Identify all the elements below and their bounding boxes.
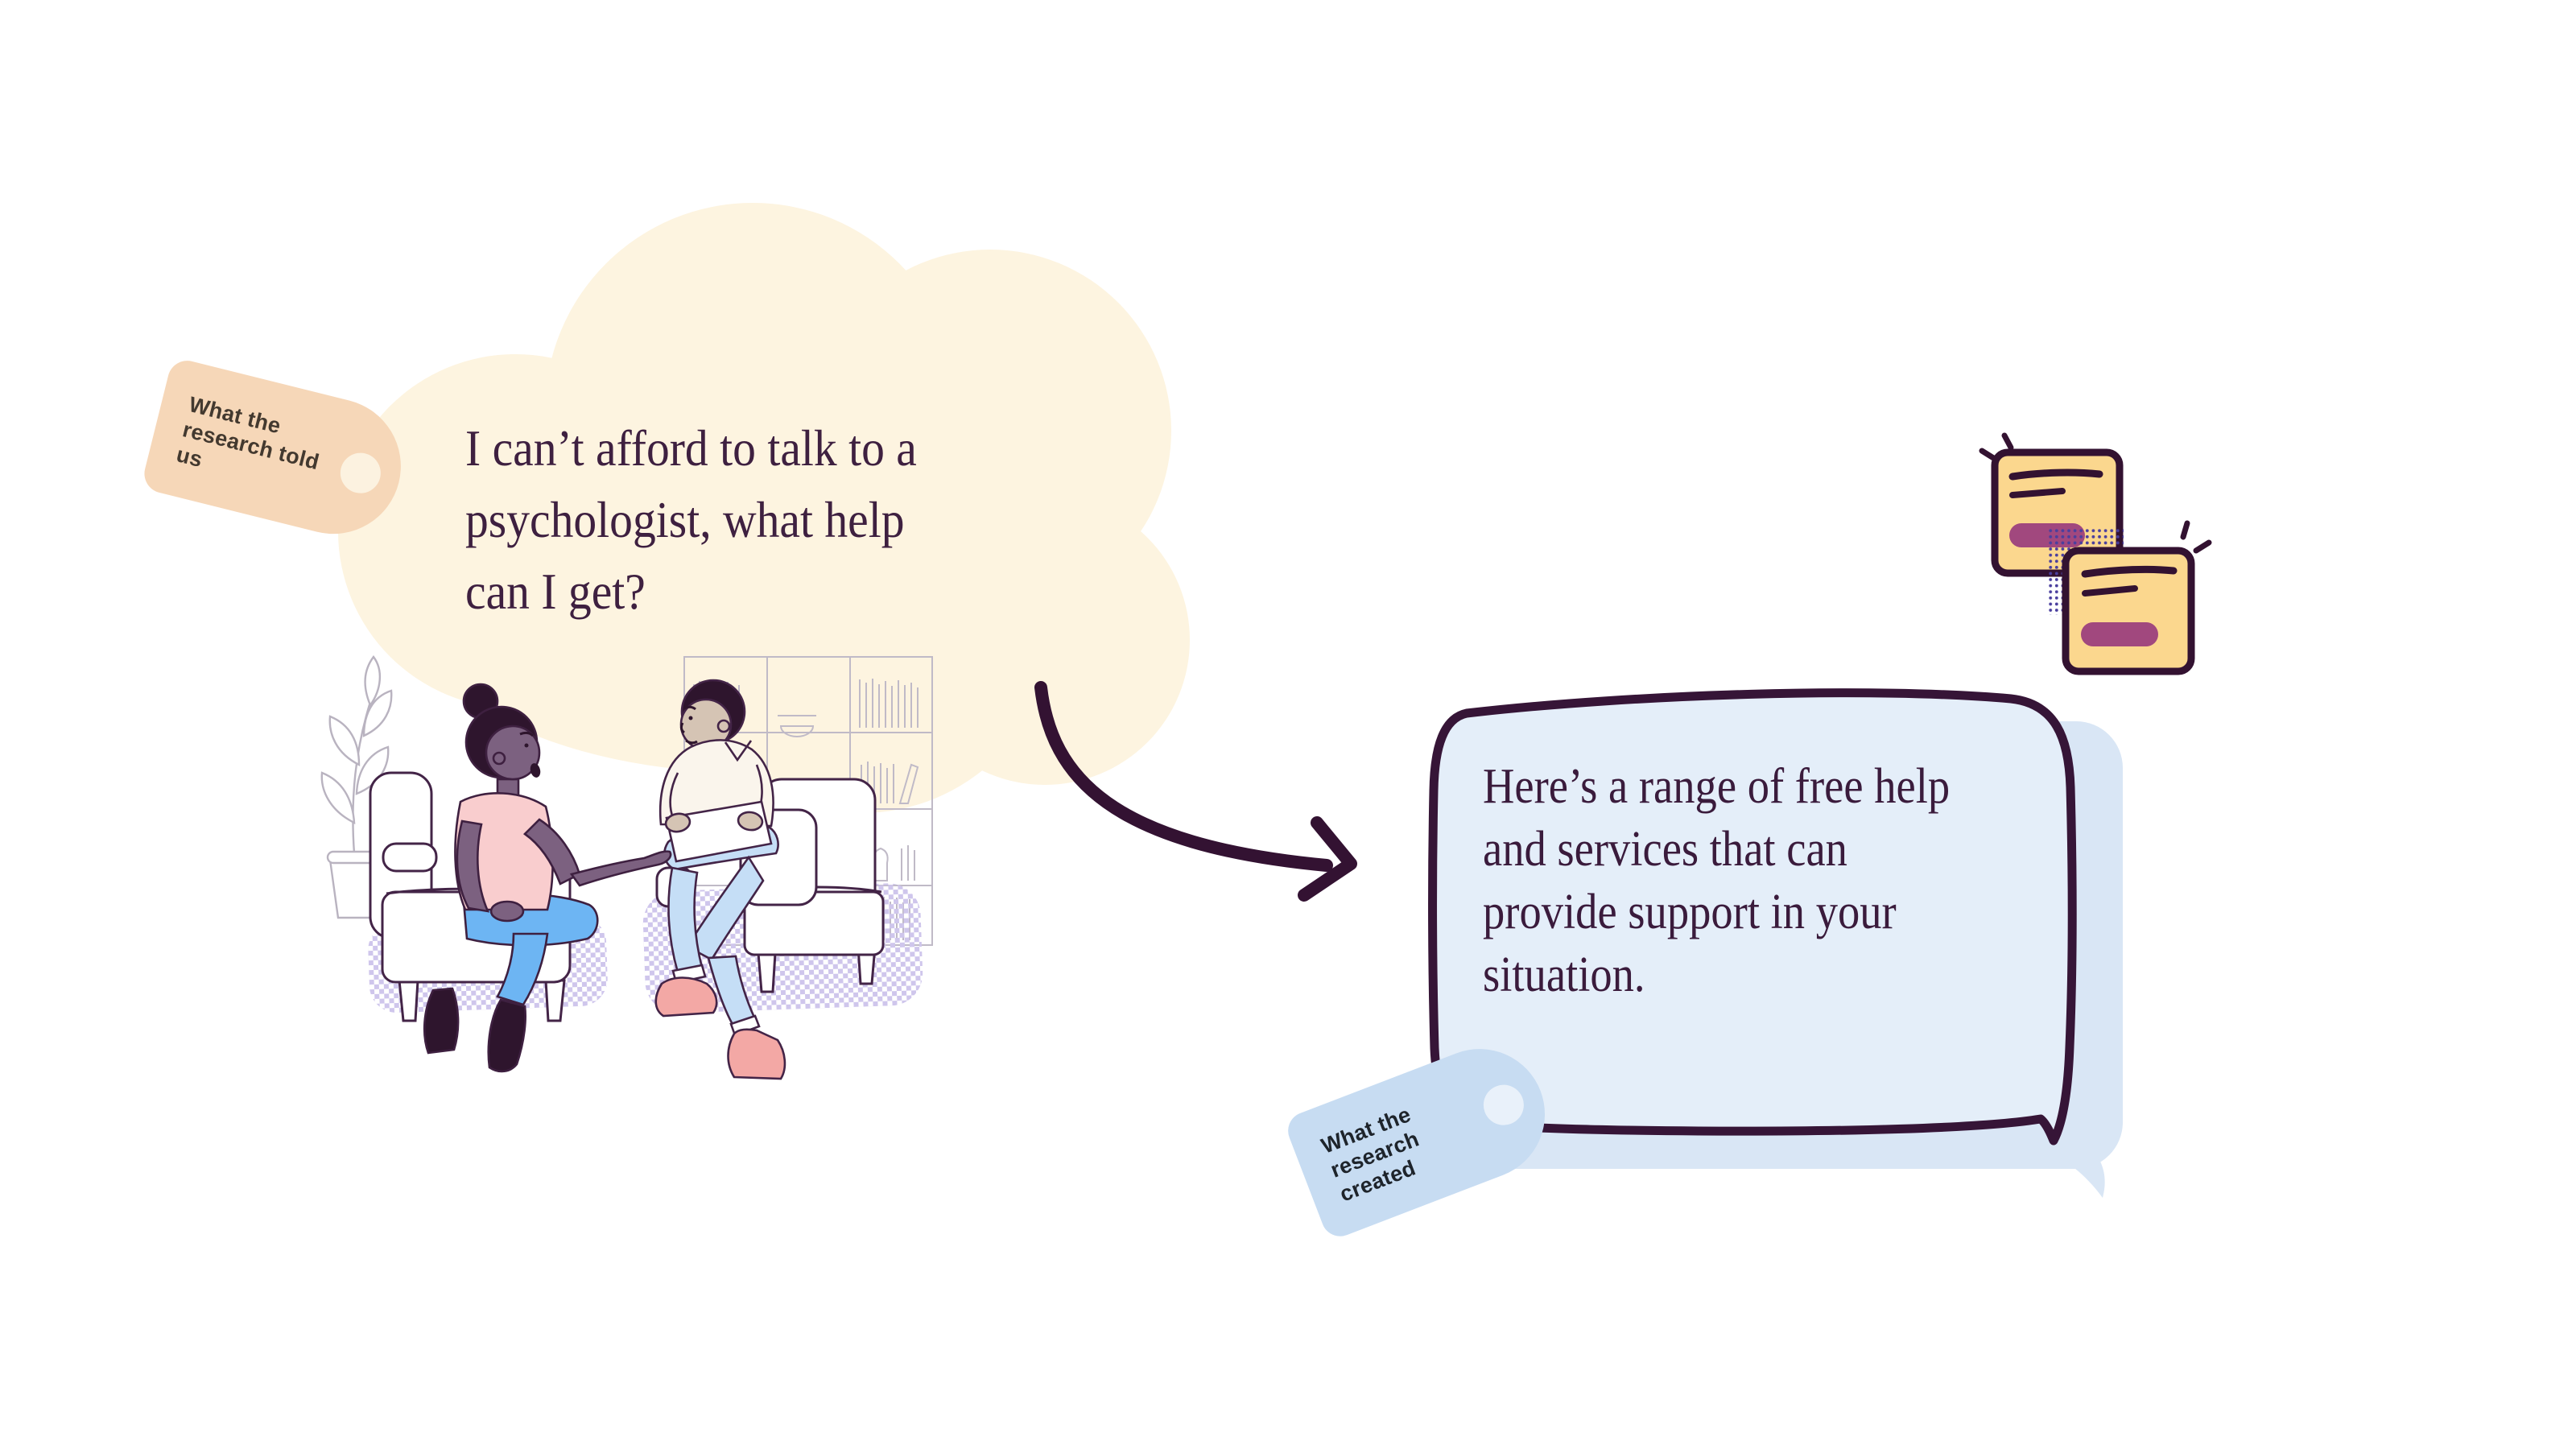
quote-line: provide support in your <box>1483 885 1897 939</box>
curved-arrow-icon <box>1034 681 1357 902</box>
stacked-cards-icon <box>1979 432 2212 675</box>
speech-bubble-quote: Here’s a range of free help and services… <box>1483 755 1950 1006</box>
tag-hole <box>336 448 386 497</box>
quote-line: I can’t afford to talk to a <box>465 419 917 477</box>
tag-hole <box>1477 1079 1530 1131</box>
quote-line: Here’s a range of free help <box>1483 759 1951 814</box>
speech-bubble-outline <box>1428 688 2077 1146</box>
thought-cloud-quote: I can’t afford to talk to a psychologist… <box>465 412 917 627</box>
armchair-right <box>655 778 885 993</box>
quote-line: can I get? <box>465 563 646 620</box>
counselling-illustration <box>320 654 933 1080</box>
quote-line: psychologist, what help <box>465 491 905 548</box>
research-created-tag-label: What the research created <box>1292 1101 1433 1217</box>
woman-figure <box>423 683 672 1073</box>
quote-line: situation. <box>1483 947 1645 1002</box>
speech-bubble <box>1428 688 2123 1198</box>
thought-cloud-icon <box>338 203 1190 813</box>
research-told-tag-label: What the research told us <box>147 385 328 500</box>
plant <box>320 654 393 919</box>
man-figure <box>654 679 786 1080</box>
quote-line: and services that can <box>1483 822 1847 877</box>
sparkle-icon <box>1979 432 2212 554</box>
